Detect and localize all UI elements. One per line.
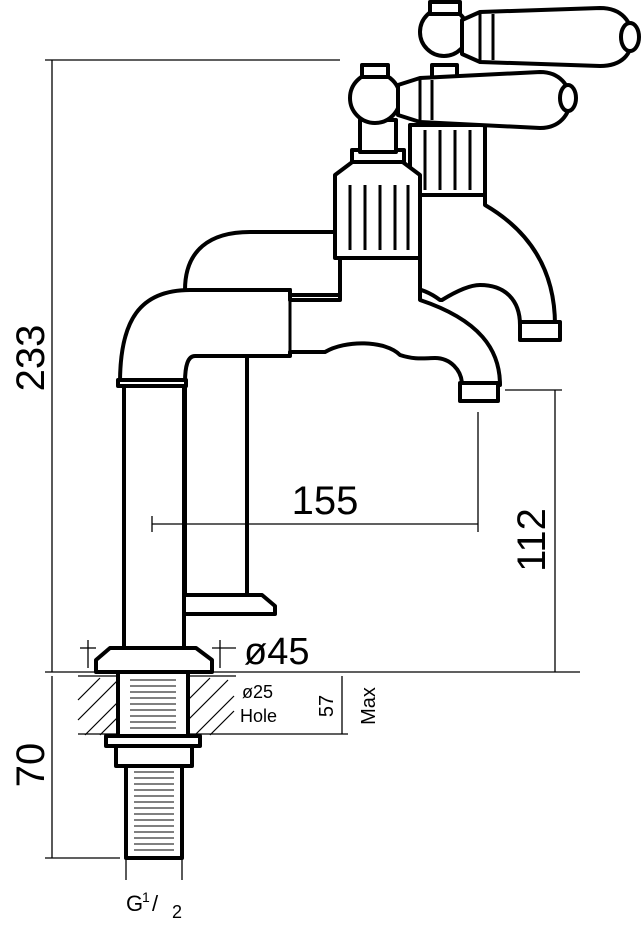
deck-hatch-left (77, 677, 119, 736)
dim-thread-g: G (126, 891, 143, 916)
front-nozzle (458, 381, 500, 403)
rear-nozzle (518, 320, 562, 342)
dim-thread-slash: / (152, 891, 159, 916)
base-flange (94, 646, 214, 674)
deck-section (77, 670, 236, 860)
deck-hatch-right (187, 677, 235, 736)
dim-thread-num: 1 (142, 889, 150, 905)
backnut (114, 744, 194, 768)
front-pillar (122, 381, 186, 650)
front-handle-hub (348, 71, 402, 125)
dim-base-diameter: ø45 (244, 631, 309, 673)
dim-shank-length: 70 (9, 743, 53, 788)
dim-overall-height: 233 (9, 325, 53, 392)
shank-lower (124, 764, 184, 860)
dim-hole-label: Hole (240, 706, 277, 726)
dim-deck-max: Max (358, 687, 380, 725)
dim-deck-thickness: 57 (316, 695, 338, 717)
rear-handle-lever (460, 6, 634, 68)
rear-pillar-foot (180, 593, 277, 616)
front-handle-lever (396, 70, 572, 130)
front-tap (94, 63, 578, 674)
dim-thread-den: 2 (172, 902, 182, 922)
dim-spout-clearance: 112 (510, 508, 554, 572)
dim-reach: 155 (292, 479, 359, 523)
dimension-lines (45, 59, 580, 880)
shank-thread-lower (134, 771, 174, 851)
dim-hole-diameter: ø25 (242, 682, 273, 702)
shank-thread-upper (130, 679, 176, 729)
